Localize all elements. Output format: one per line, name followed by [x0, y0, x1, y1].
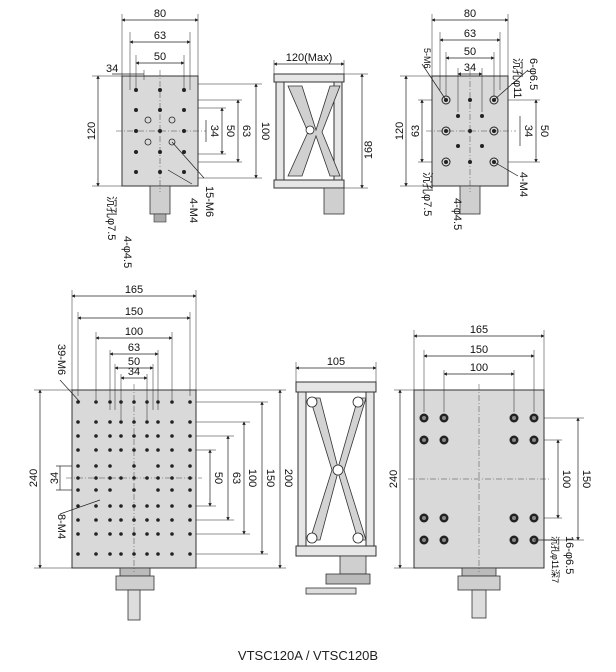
callout-tl-counterbore: 沉孔φ7.5 [105, 196, 118, 240]
top-left-knob [149, 185, 171, 215]
callout-tr-5m6: 5-M6 [422, 48, 432, 69]
dim-bl-34: 34 [128, 366, 140, 378]
dim-tl-120: 120 [86, 122, 98, 140]
callout-bl-8m4: 8-M4 [55, 514, 67, 539]
bottom-middle-view: 105 [295, 356, 377, 595]
dim-tl-63v: 63 [240, 125, 252, 137]
dim-bl-200v: 200 [282, 469, 294, 487]
dim-bl-50: 50 [128, 356, 140, 368]
dim-bl-165: 165 [125, 284, 143, 296]
dim-tr-50v: 50 [538, 125, 550, 137]
callout-tl-4phi45: 4-φ4.5 [121, 236, 133, 268]
bottom-left-view: 165 150 100 63 50 34 240 34 50 63 100 [28, 284, 294, 621]
bottom-right-holes [419, 413, 539, 545]
dim-br-150v: 150 [580, 470, 592, 488]
dim-tl-80: 80 [154, 8, 166, 20]
dim-tl-50v: 50 [224, 125, 236, 137]
top-middle-view: 120(Max) 168 [273, 52, 375, 215]
dim-br-150: 150 [470, 344, 488, 356]
dim-bl-34v: 34 [49, 472, 61, 484]
bottom-right-view: 165 150 100 240 100 150 16-φ6.5 沉孔φ11深7 [388, 324, 592, 619]
dim-tl-34v: 34 [208, 125, 220, 137]
figure-caption: VTSC120A / VTSC120B [237, 648, 379, 663]
callout-tr-4m4: 4-M4 [517, 172, 529, 197]
dim-tr-80: 80 [464, 8, 476, 20]
dim-bl-63: 63 [128, 342, 140, 354]
callout-tr-4phi45: 4-φ4.5 [451, 198, 463, 230]
top-left-holes [134, 88, 186, 174]
dim-bl-50v: 50 [212, 472, 224, 484]
dim-tr-120: 120 [394, 122, 406, 140]
dim-tm-168: 168 [363, 141, 375, 159]
dim-tm-max: 120(Max) [286, 52, 332, 64]
dim-br-100: 100 [470, 362, 488, 374]
dim-tr-63: 63 [464, 28, 476, 40]
dim-bl-150v: 150 [264, 469, 276, 487]
dim-tr-63v: 63 [410, 125, 422, 137]
dim-tl-34: 34 [106, 63, 118, 75]
callout-tl-4m4: 4-M4 [187, 198, 199, 223]
dim-tr-34: 34 [464, 62, 476, 74]
dim-tr-50: 50 [464, 46, 476, 58]
dim-tl-100: 100 [259, 122, 271, 140]
dim-bl-63v: 63 [230, 472, 242, 484]
dim-bm-105: 105 [327, 356, 345, 368]
dim-br-100v: 100 [560, 470, 572, 488]
callout-tr-6phi65: 6-φ6.5 [527, 58, 539, 90]
callout-br-16phi65: 16-φ6.5 [563, 536, 575, 574]
top-left-view: 80 63 50 34 120 100 63 34 50 15-M6 4-M4 … [86, 8, 271, 268]
callout-tl-15m6: 15-M6 [203, 186, 215, 217]
dim-tr-34v: 34 [522, 125, 534, 137]
dim-tl-50: 50 [154, 51, 166, 63]
callout-bl-39m6: 39-M6 [55, 344, 67, 375]
dim-br-165: 165 [470, 324, 488, 336]
dim-bl-100v: 100 [246, 469, 258, 487]
top-right-view: 80 63 50 34 120 63 34 50 6-φ6.5 沉孔φ11 5-… [394, 8, 550, 230]
callout-br-counterbore: 沉孔φ11深7 [550, 536, 560, 583]
dim-br-240: 240 [388, 470, 400, 488]
callout-tr-counterbore75: 沉孔φ7.5 [421, 172, 434, 216]
dim-bl-240: 240 [28, 469, 40, 487]
dim-bl-100: 100 [125, 326, 143, 338]
callout-tr-counterbore11: 沉孔φ11 [511, 58, 524, 99]
dim-tl-63: 63 [154, 30, 166, 42]
dim-bl-150: 150 [125, 306, 143, 318]
